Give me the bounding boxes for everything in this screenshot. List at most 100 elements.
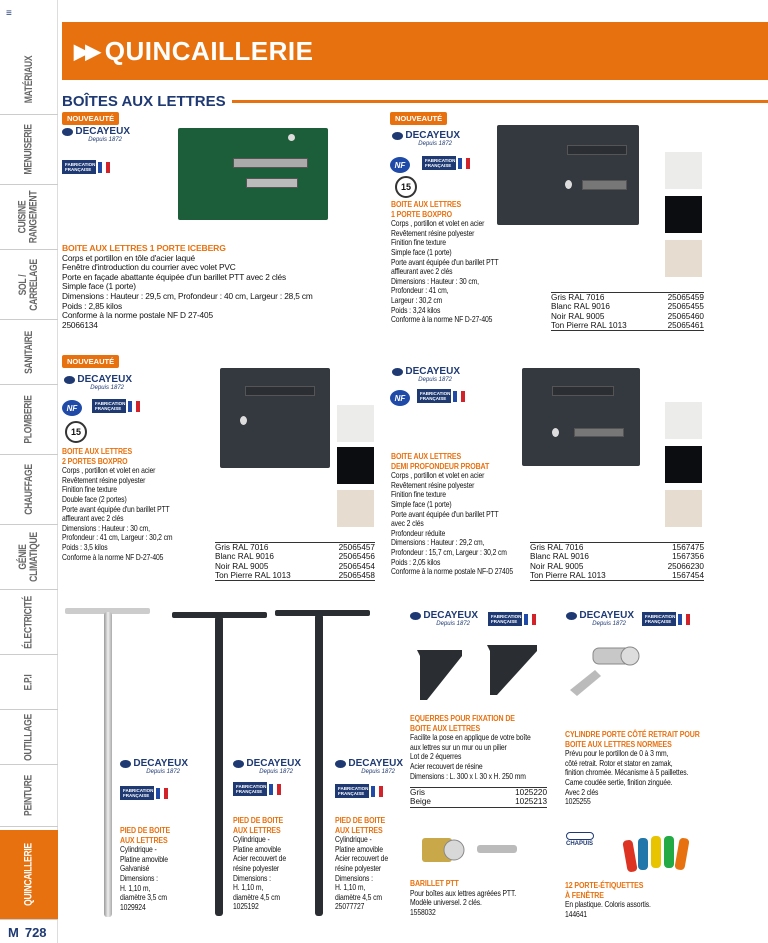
made-in-france-label: FABRICATION FRANÇAISE bbox=[233, 782, 281, 796]
double-arrow-icon: ▶▶ bbox=[74, 40, 101, 63]
tab-peinture[interactable]: PEINTURE bbox=[0, 765, 58, 827]
brackets-image bbox=[417, 645, 537, 700]
tab-epi[interactable]: E.P.I bbox=[0, 655, 58, 710]
post-plate-galva bbox=[65, 608, 150, 614]
made-in-france-label: FABRICATION FRANÇAISE bbox=[120, 786, 168, 800]
new-badge: NOUVEAUTÉ bbox=[390, 112, 448, 125]
tab-genie-climatique[interactable]: GÉNIE CLIMATIQUE bbox=[0, 525, 58, 590]
tab-quincaillerie[interactable]: QUINCAILLERIE bbox=[0, 830, 58, 920]
brand-logo-icon: M bbox=[8, 925, 19, 940]
key-tags-image bbox=[622, 836, 690, 872]
french-flag-icon bbox=[98, 161, 110, 173]
tab-sol-carrelage[interactable]: SOL / CARRELAGE bbox=[0, 250, 58, 320]
guarantee-15-years-icon: 15 bbox=[65, 421, 87, 443]
swatch-blanc bbox=[337, 405, 374, 442]
made-in-france-label: FABRICATION FRANÇAISE bbox=[62, 160, 110, 174]
galvanized-post-image bbox=[104, 612, 112, 917]
tab-label: E.P.I bbox=[22, 674, 35, 690]
made-in-france-label: FABRICATION FRANÇAISE bbox=[488, 612, 536, 626]
tab-label: MENUISERIE bbox=[22, 124, 35, 175]
product-iceberg-desc: BOITE AUX LETTRES 1 PORTE ICEBERG Corps … bbox=[62, 243, 313, 330]
made-in-france-label: FABRICATION FRANÇAISE bbox=[417, 389, 465, 403]
probat-mailbox-image bbox=[522, 368, 640, 466]
tab-label: SOL / CARRELAGE bbox=[17, 258, 41, 311]
tab-plomberie[interactable]: PLOMBERIE bbox=[0, 385, 58, 455]
new-badge: NOUVEAUTÉ bbox=[62, 112, 120, 125]
page-title: QUINCAILLERIE bbox=[104, 35, 314, 66]
tab-sanitaire[interactable]: SANITAIRE bbox=[0, 320, 58, 385]
tab-label: CHAUFFAGE bbox=[22, 464, 35, 515]
nf-logo: NF bbox=[390, 157, 410, 173]
swatch-noir bbox=[665, 196, 702, 233]
post-plate-dark bbox=[275, 610, 370, 616]
category-sidebar: ≡ MATÉRIAUX MENUISERIE CUISINE RANGEMENT… bbox=[0, 0, 58, 943]
made-in-france-label: FABRICATION FRANÇAISE bbox=[92, 399, 140, 413]
tab-label: SANITAIRE bbox=[22, 330, 35, 374]
tab-outillage[interactable]: OUTILLAGE bbox=[0, 710, 58, 765]
tab-label: OUTILLAGE bbox=[22, 713, 35, 761]
dark-post-image bbox=[315, 614, 323, 916]
tab-materiaux[interactable]: MATÉRIAUX bbox=[0, 45, 58, 115]
swatch-blanc bbox=[665, 402, 702, 439]
iceberg-mailbox-image bbox=[178, 128, 328, 220]
boxpro-2-doors-image bbox=[220, 368, 330, 468]
tab-label: PLOMBERIE bbox=[22, 395, 35, 444]
page-footer: M 728 bbox=[8, 925, 47, 940]
boxpro-1-door-image bbox=[497, 125, 639, 225]
tab-cuisine[interactable]: CUISINE RANGEMENT bbox=[0, 185, 58, 250]
menu-icon[interactable]: ≡ bbox=[6, 8, 12, 19]
dark-post-image bbox=[215, 616, 223, 916]
made-in-france-label: FABRICATION FRANÇAISE bbox=[642, 612, 690, 626]
cylinder-lock-image bbox=[570, 646, 640, 696]
made-in-france-label: FABRICATION FRANÇAISE bbox=[335, 784, 383, 798]
nf-logo: NF bbox=[390, 390, 410, 406]
section-title: BOÎTES AUX LETTRES bbox=[62, 93, 768, 110]
tab-menuiserie[interactable]: MENUISERIE bbox=[0, 115, 58, 185]
tab-label: CUISINE RANGEMENT bbox=[17, 190, 40, 244]
tab-label: GÉNIE CLIMATIQUE bbox=[17, 532, 40, 582]
page-header: ▶▶ QUINCAILLERIE bbox=[62, 22, 768, 80]
swatch-blanc bbox=[665, 152, 702, 189]
swatch-ton-pierre bbox=[665, 490, 702, 527]
tab-electricite[interactable]: ÉLECTRICITÉ bbox=[0, 590, 58, 655]
nf-logo: NF bbox=[62, 400, 82, 416]
chapuis-logo: CHAPUIS bbox=[566, 832, 594, 847]
ptt-lock-image bbox=[422, 838, 517, 862]
tab-label: ÉLECTRICITÉ bbox=[22, 595, 35, 649]
tab-chauffage[interactable]: CHAUFFAGE bbox=[0, 455, 58, 525]
made-in-france-label: FABRICATION FRANÇAISE bbox=[422, 156, 470, 170]
swatch-ton-pierre bbox=[337, 490, 374, 527]
ptt-lock-desc: BARILLET PTT Pour boîtes aux lettres agr… bbox=[410, 878, 516, 917]
tab-label: QUINCAILLERIE bbox=[22, 843, 35, 906]
tab-label: MATÉRIAUX bbox=[22, 55, 35, 104]
post-plate-dark bbox=[172, 612, 267, 618]
